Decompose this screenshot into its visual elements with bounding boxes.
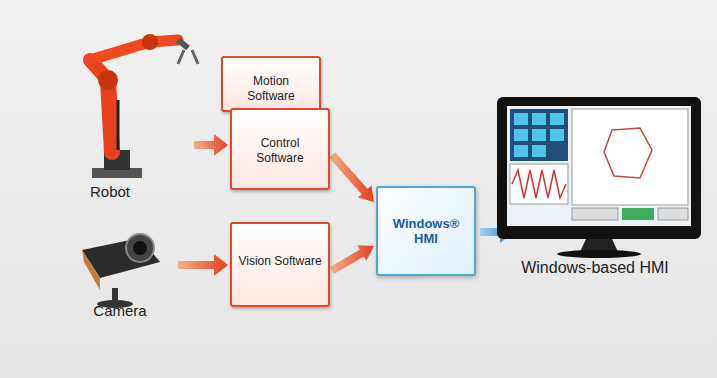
software-box: Control Software — [230, 108, 330, 190]
input-arrow — [178, 254, 228, 276]
flow-arrow — [330, 245, 374, 274]
box-text: Vision Software — [238, 254, 321, 269]
box-text: Control Software — [238, 136, 322, 166]
software-box: Motion Software — [221, 56, 321, 112]
hmi-box: Windows® HMI — [376, 186, 476, 276]
illustration-label: Robot — [70, 183, 150, 200]
box-text: Windows® HMI — [384, 216, 468, 246]
camera — [82, 234, 160, 308]
illustration-label: Camera — [75, 302, 165, 319]
robot-arm — [90, 34, 198, 178]
monitor — [497, 97, 701, 258]
illustration-label: Windows-based HMI — [520, 258, 670, 277]
input-arrow — [194, 134, 228, 156]
box-text: Motion Software — [229, 74, 313, 104]
software-box: Vision Software — [230, 222, 330, 307]
flow-arrow — [329, 152, 374, 202]
